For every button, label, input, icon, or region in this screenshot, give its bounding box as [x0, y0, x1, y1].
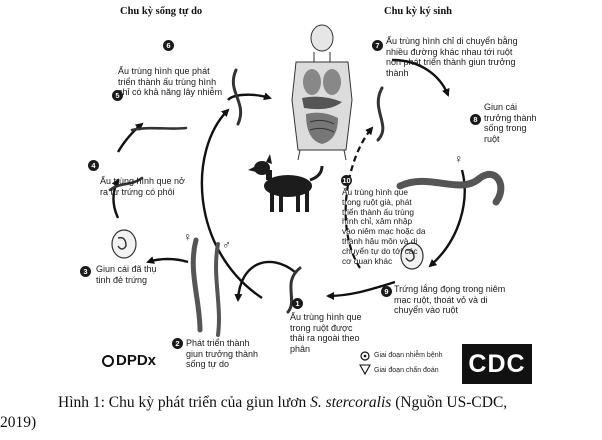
arrow-2-to-3	[146, 256, 189, 264]
step-number-10: 10	[341, 175, 352, 186]
step-number-3: 3	[80, 266, 91, 277]
caption-line2: 2019)	[0, 414, 37, 431]
dog-host	[248, 154, 324, 212]
step-number-4: 4	[88, 160, 99, 171]
step-number-5: 5	[112, 90, 123, 101]
arrow-9-to-1	[326, 280, 396, 300]
step-number-2: 2	[172, 338, 183, 349]
step-label-5: Ấu trùng hình que phát triển thành ấu tr…	[118, 66, 223, 97]
parasitic-cycle-header: Chu kỳ ký sinh	[384, 6, 452, 17]
step-label-7: Ấu trùng hình chỉ di chuyển bằng nhiều đ…	[386, 36, 518, 78]
egg-9	[400, 242, 424, 270]
free-living-cycle-header: Chu kỳ sống tự do	[120, 6, 203, 17]
female-symbol-2: ♀	[183, 230, 192, 244]
arrow-3-to-4	[111, 178, 120, 219]
arrow-4-to-5	[116, 122, 144, 153]
rhabditiform-larva-1	[286, 266, 302, 314]
legend-infective: Giai đoạn nhiễm bệnh	[374, 352, 443, 359]
legend-diagnostic: Giai đoạn chẩn đoán	[374, 367, 439, 374]
arrow-7-to-8	[391, 58, 450, 97]
dpdx-logo: DPDx	[102, 352, 156, 369]
filariform-larva-5	[130, 126, 188, 132]
dpdx-logo-text: DPDx	[116, 352, 157, 369]
step-label-9: Trứng lắng đọng trong niêm mạc ruột, tho…	[394, 284, 506, 315]
filariform-larva-6	[231, 68, 243, 126]
caption-prefix: Hình 1: Chu kỳ phát triển của giun lươn	[58, 394, 311, 411]
step-label-3: Giun cái đã thụ tinh đẻ trứng	[96, 264, 157, 285]
step-label-10: Ấu trùng hình que trong ruột già, phát t…	[342, 187, 426, 266]
caption-species: S. stercoralis	[310, 394, 392, 411]
worm-shapes	[108, 68, 505, 337]
step-number-9: 9	[381, 286, 392, 297]
egg-3	[111, 229, 137, 259]
free-living-male-2	[214, 242, 221, 337]
step-label-1: Ấu trùng hình que trong ruột được thải r…	[290, 312, 362, 354]
arrow-1-to-2	[234, 260, 296, 302]
arrow-10-autoinfection	[344, 126, 374, 269]
dpdx-logo-icon	[102, 355, 114, 367]
diagnostic-icon	[359, 364, 371, 376]
free-living-female-2	[190, 237, 203, 333]
female-symbol-8: ♀	[454, 152, 463, 166]
step-number-7: 7	[372, 40, 383, 51]
biohazard-icon	[360, 351, 370, 361]
step-label-4: Ấu trùng hình que nở ra từ trứng có phôi	[100, 176, 185, 197]
step-label-8: Giun cái trưởng thành sống trong ruột	[484, 102, 537, 144]
rhabditiform-larva-4	[108, 176, 144, 192]
adult-female-8	[396, 170, 505, 206]
step-number-6: 6	[163, 40, 174, 51]
step-number-1: 1	[292, 298, 303, 309]
human-organs	[302, 69, 342, 144]
filariform-larva-7	[376, 86, 385, 142]
male-symbol-2: ♂	[222, 238, 231, 252]
step-number-8: 8	[470, 114, 481, 125]
arrow-8-to-9	[428, 169, 466, 268]
arrow-1-to-6-loop	[200, 108, 263, 299]
cdc-logo: CDC	[462, 344, 532, 384]
arrow-5-to-7	[227, 92, 272, 101]
figure-caption: Hình 1: Chu kỳ phát triển của giun lươn …	[0, 393, 602, 433]
step-label-2: Phát triển thành giun trưởng thành sống …	[186, 338, 258, 369]
caption-suffix: (Nguồn US-CDC,	[391, 394, 508, 411]
